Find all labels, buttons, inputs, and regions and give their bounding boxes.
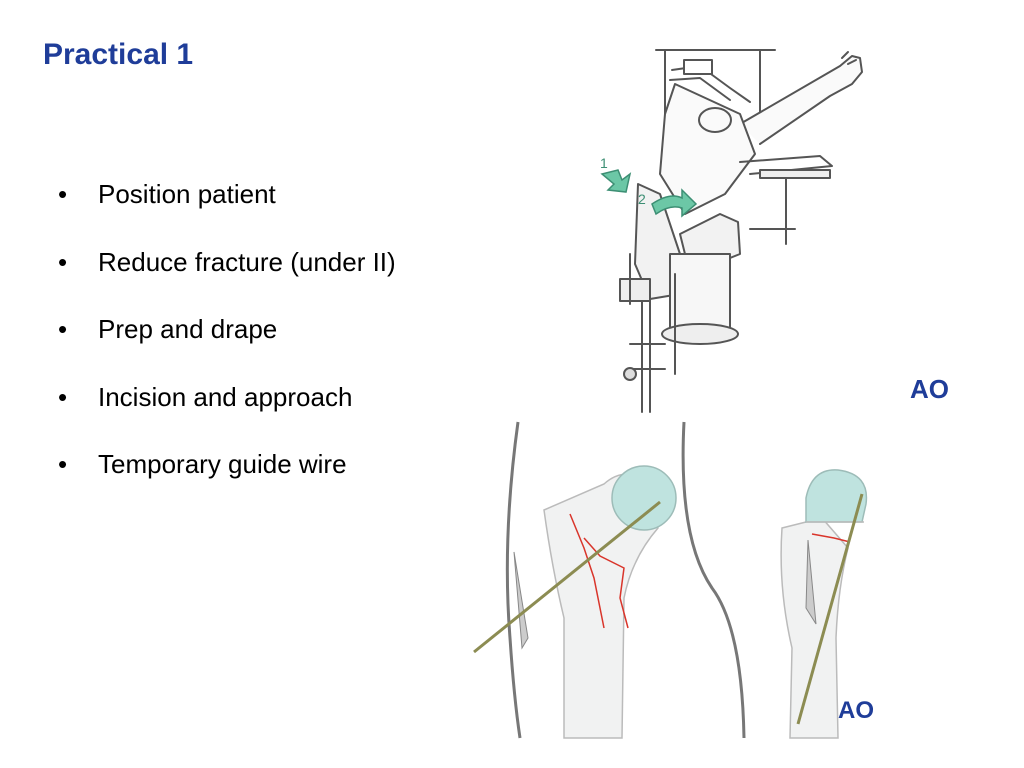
bullet-text: Reduce fracture (under II) (98, 246, 396, 277)
ao-logo-top: AO (910, 374, 949, 404)
arrow-2-icon (651, 188, 698, 218)
bullet-glyph: • (58, 246, 68, 277)
bullet-glyph: • (58, 449, 68, 479)
bullet-text: Incision and approach (98, 381, 353, 412)
bullet-glyph: • (58, 381, 68, 412)
patient-positioning-illustration: 1 2 AO (600, 49, 949, 413)
guide-wire-illustration: AO (473, 421, 874, 739)
bullet-text: Prep and drape (98, 314, 278, 344)
bullet-text: Temporary guide wire (98, 449, 347, 479)
bullet-glyph: • (58, 314, 68, 344)
slide-title: Practical 1 (43, 38, 194, 71)
bullet-text: Position patient (98, 179, 276, 209)
ao-logo-bottom: AO (838, 697, 874, 724)
arrow-1-icon (600, 169, 632, 193)
bullet-glyph: • (58, 179, 68, 209)
step-label-1: 1 (600, 155, 608, 171)
step-label-2: 2 (638, 191, 646, 207)
